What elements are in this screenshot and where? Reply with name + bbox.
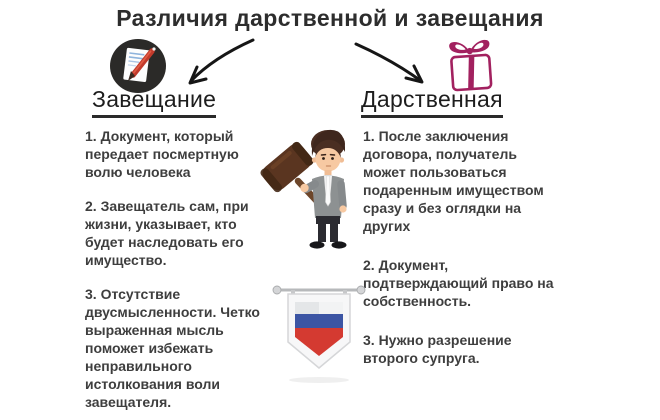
page-title: Различия дарственной и завещания — [116, 5, 544, 31]
gift-icon — [438, 33, 504, 95]
russia-flag-pennant-icon — [272, 285, 366, 383]
will-item-1: 1. Документ, который передает посмертную… — [85, 128, 239, 180]
arrow-down-right-icon — [354, 42, 424, 84]
arrow-down-left-icon — [188, 38, 255, 85]
man-with-gavel-icon — [260, 129, 366, 383]
heading-will: Завещание — [92, 86, 217, 118]
will-document-icon — [106, 38, 170, 96]
gift-box-icon — [449, 39, 493, 92]
gift-deed-item-3: 3. Нужно разрешение второго супруга. — [363, 332, 512, 366]
cartoon-man — [300, 129, 347, 249]
gavel-head — [260, 141, 314, 193]
will-item-2: 2. Завещатель сам, при жизни, указывает,… — [85, 198, 249, 268]
will-item-3: 3. Отсутствие двусмысленности. Четко выр… — [85, 286, 260, 410]
gift-deed-item-2: 2. Документ, подтверждающий право на соб… — [363, 257, 554, 309]
will-list: 1. Документ, который передает посмертную… — [85, 127, 263, 411]
center-illustration — [248, 118, 382, 408]
gift-deed-item-1: 1. После заключения договора, получатель… — [363, 128, 544, 234]
heading-gift-deed: Дарственная — [361, 86, 503, 118]
gift-deed-list: 1. После заключения договора, получатель… — [363, 127, 562, 367]
document-pencil-icon — [110, 39, 166, 93]
